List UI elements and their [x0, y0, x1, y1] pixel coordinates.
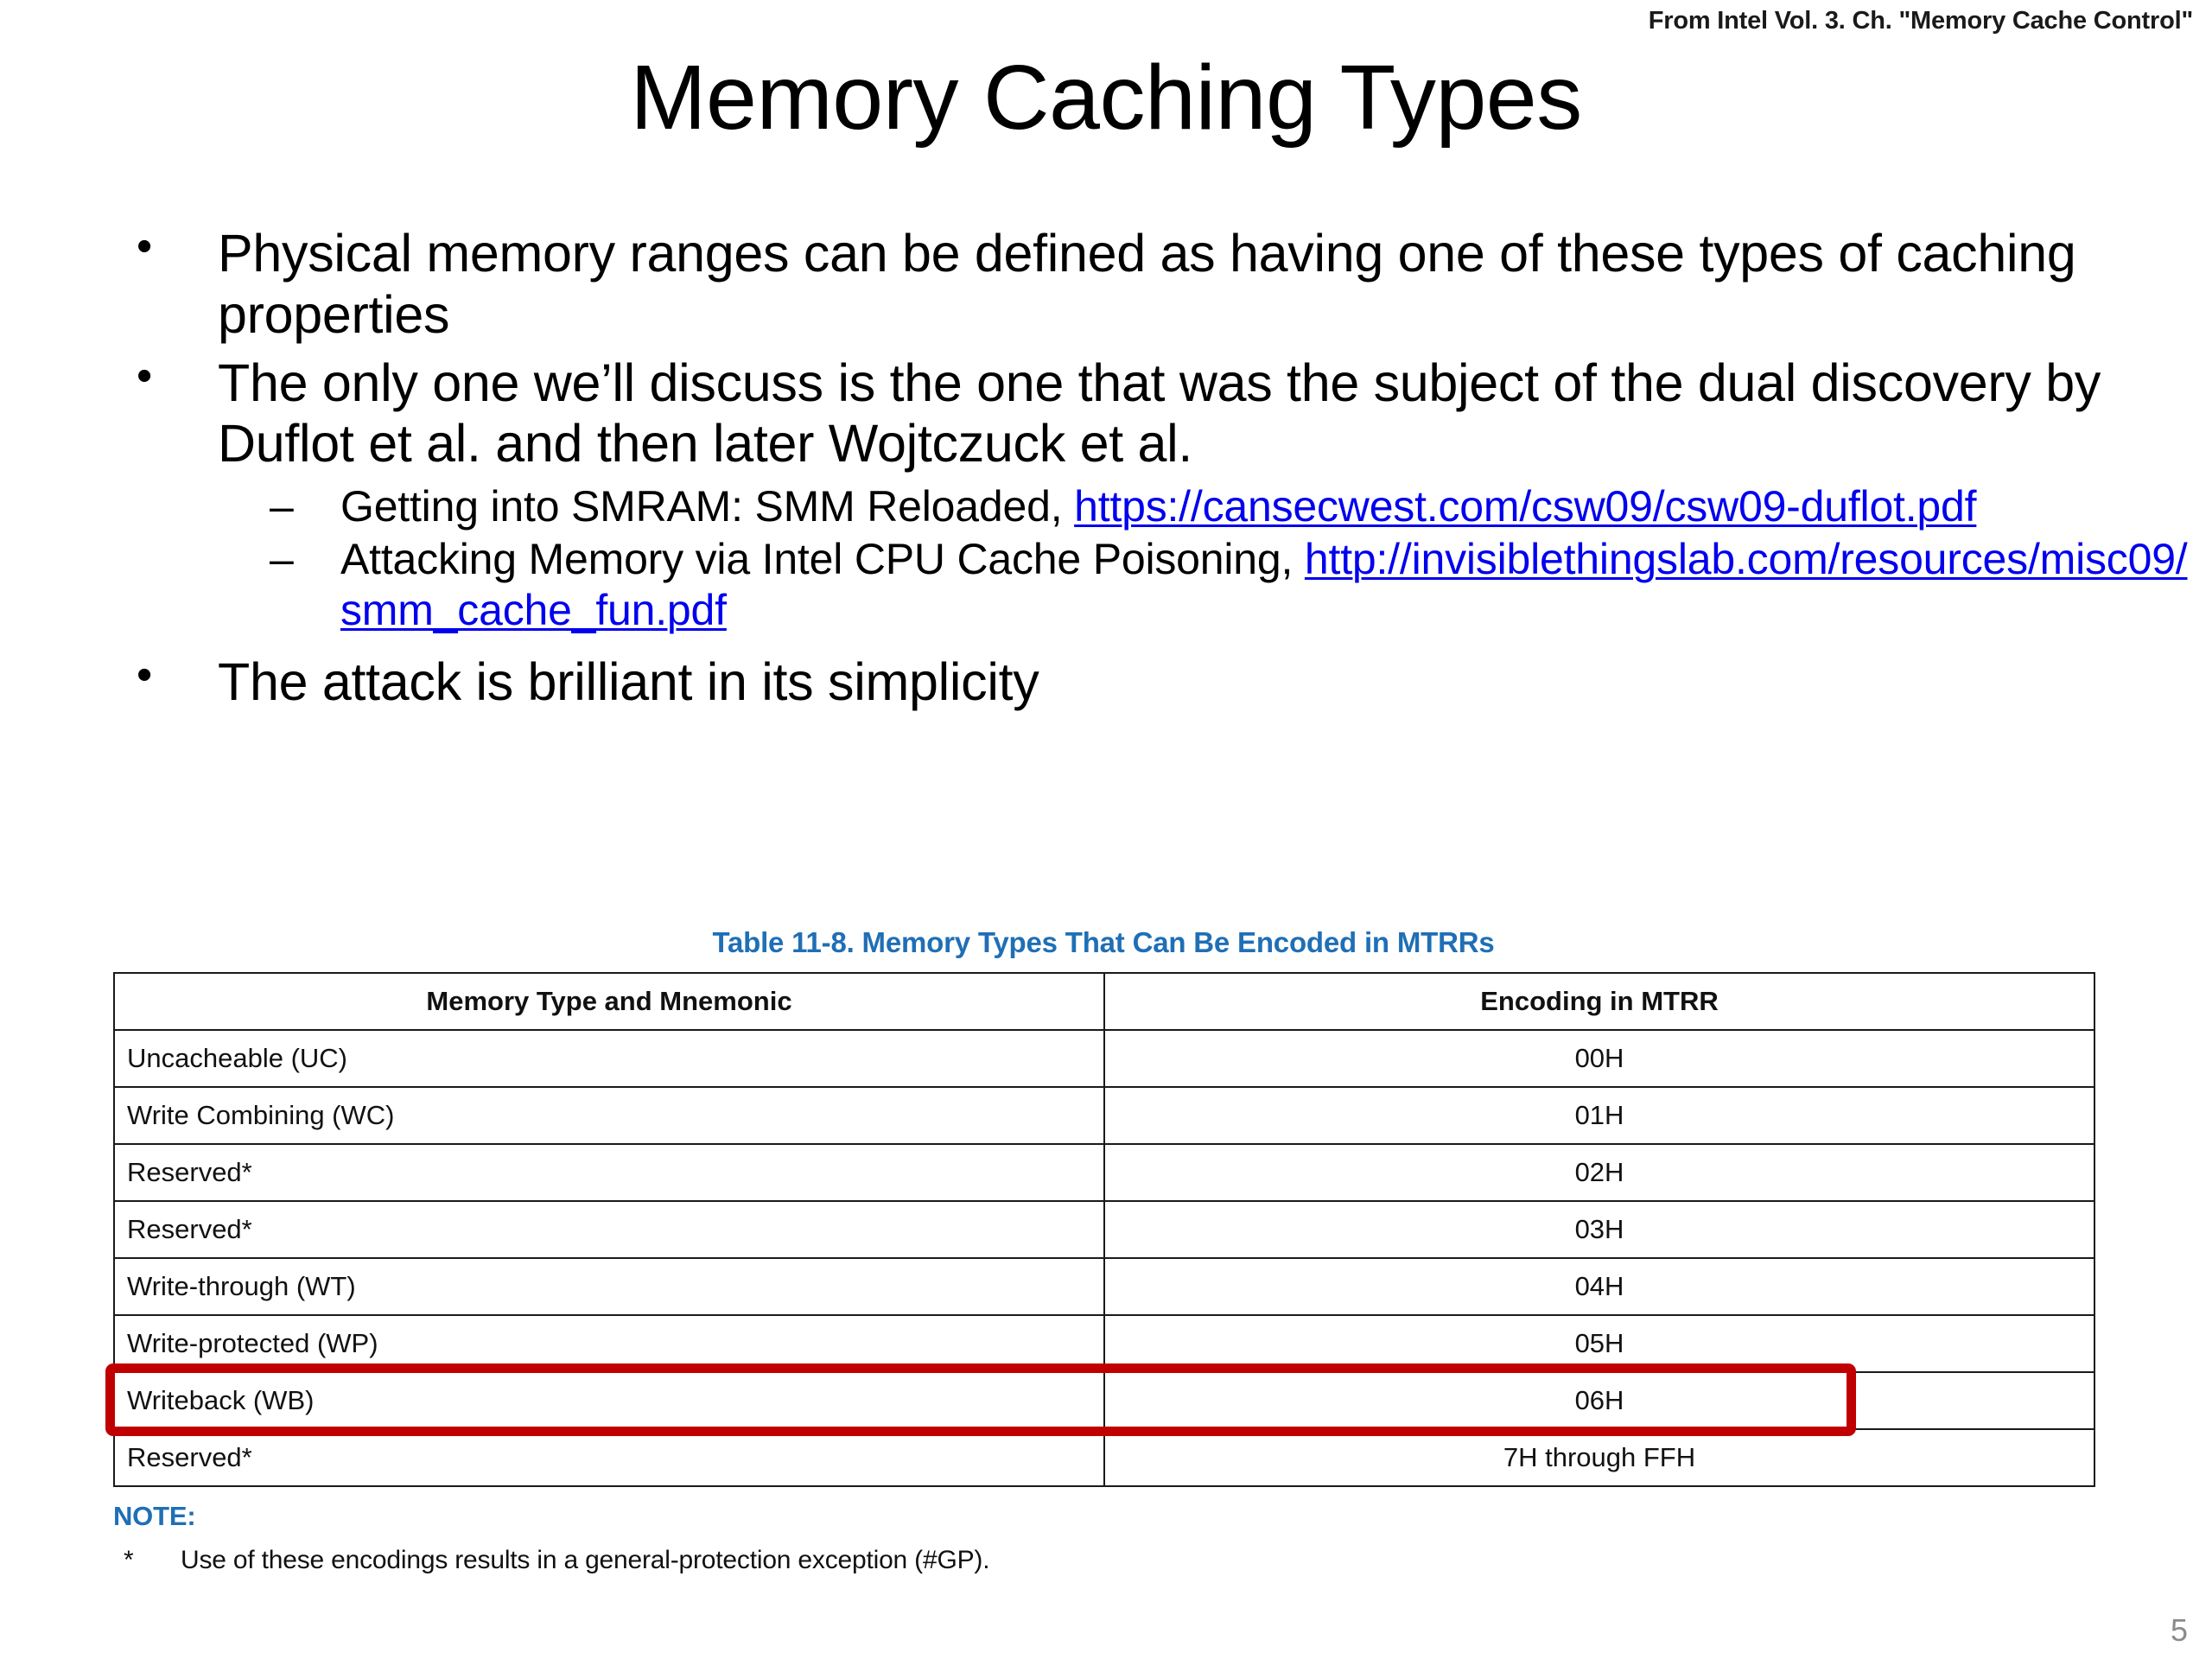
cell-encoding: 7H through FFH [1103, 1428, 2095, 1487]
note-row: * Use of these encodings results in a ge… [113, 1546, 2094, 1575]
bullet-text: The attack is brilliant in its simplicit… [218, 652, 1039, 711]
column-header-memory-type: Memory Type and Mnemonic [113, 972, 1105, 1031]
table-row: Write Combining (WC) 01H [113, 1086, 2095, 1145]
cell-memory-type: Write Combining (WC) [113, 1086, 1105, 1145]
cell-memory-type: Write-through (WT) [113, 1257, 1105, 1316]
source-note: From Intel Vol. 3. Ch. "Memory Cache Con… [1648, 7, 2193, 35]
list-item: • The attack is brilliant in its simplic… [121, 650, 2195, 713]
cell-encoding: 03H [1103, 1200, 2095, 1259]
bullet-text: Physical memory ranges can be defined as… [218, 224, 2076, 344]
page-title: Memory Caching Types [630, 47, 1582, 149]
list-item: – Getting into SMRAM: SMM Reloaded, http… [121, 481, 2195, 532]
cell-memory-type: Write-protected (WP) [113, 1314, 1105, 1373]
link-csw09-duflot[interactable]: https://cansecwest.com/csw09/csw09-duflo… [1074, 482, 1977, 531]
cell-encoding: 02H [1103, 1143, 2095, 1202]
dash-marker: – [270, 482, 294, 531]
cell-encoding: 05H [1103, 1314, 2095, 1373]
table-row: Uncacheable (UC) 00H [113, 1029, 2095, 1088]
table-caption: Table 11-8. Memory Types That Can Be Enc… [712, 926, 1495, 958]
note-label: NOTE: [113, 1501, 196, 1531]
cell-memory-type: Writeback (WB) [113, 1371, 1105, 1430]
bullet-list: • Physical memory ranges can be defined … [121, 221, 2195, 720]
column-header-encoding: Encoding in MTRR [1103, 972, 2095, 1031]
cell-memory-type: Reserved* [113, 1428, 1105, 1487]
bullet-marker: • [137, 221, 152, 271]
table-row: Write-protected (WP) 05H [113, 1314, 2095, 1373]
table-header-row: Memory Type and Mnemonic Encoding in MTR… [113, 972, 2095, 1031]
bullet-text: Attacking Memory via Intel CPU Cache Poi… [340, 535, 1305, 583]
list-item: • The only one we’ll discuss is the one … [121, 350, 2195, 475]
bullet-marker: • [137, 650, 152, 700]
table-row: Reserved* 02H [113, 1143, 2095, 1202]
mtrr-table-block: Table 11-8. Memory Types That Can Be Enc… [105, 926, 2095, 1575]
bullet-text: The only one we’ll discuss is the one th… [218, 353, 2101, 474]
note-text: Use of these encodings results in a gene… [181, 1546, 990, 1574]
table-row-highlighted: Writeback (WB) 06H [113, 1371, 2095, 1430]
table-row: Reserved* 7H through FFH [113, 1428, 2095, 1487]
dash-marker: – [270, 535, 294, 583]
link-smm-cache-fun[interactable]: http://invisiblethingslab.com/resources/… [340, 535, 2188, 634]
cell-encoding: 04H [1103, 1257, 2095, 1316]
list-item: – Attacking Memory via Intel CPU Cache P… [121, 534, 2195, 636]
bullet-marker: • [137, 350, 152, 401]
page-number: 5 [2170, 1612, 2188, 1648]
cell-encoding: 06H [1103, 1371, 2095, 1430]
table-row: Write-through (WT) 04H [113, 1257, 2095, 1316]
asterisk-marker: * [124, 1546, 134, 1574]
mtrr-table: Memory Type and Mnemonic Encoding in MTR… [113, 972, 2095, 1487]
table-row: Reserved* 03H [113, 1200, 2095, 1259]
list-item: • Physical memory ranges can be defined … [121, 221, 2195, 346]
cell-memory-type: Reserved* [113, 1200, 1105, 1259]
cell-memory-type: Uncacheable (UC) [113, 1029, 1105, 1088]
cell-memory-type: Reserved* [113, 1143, 1105, 1202]
cell-encoding: 01H [1103, 1086, 2095, 1145]
cell-encoding: 00H [1103, 1029, 2095, 1088]
bullet-text: Getting into SMRAM: SMM Reloaded, [340, 482, 1075, 531]
